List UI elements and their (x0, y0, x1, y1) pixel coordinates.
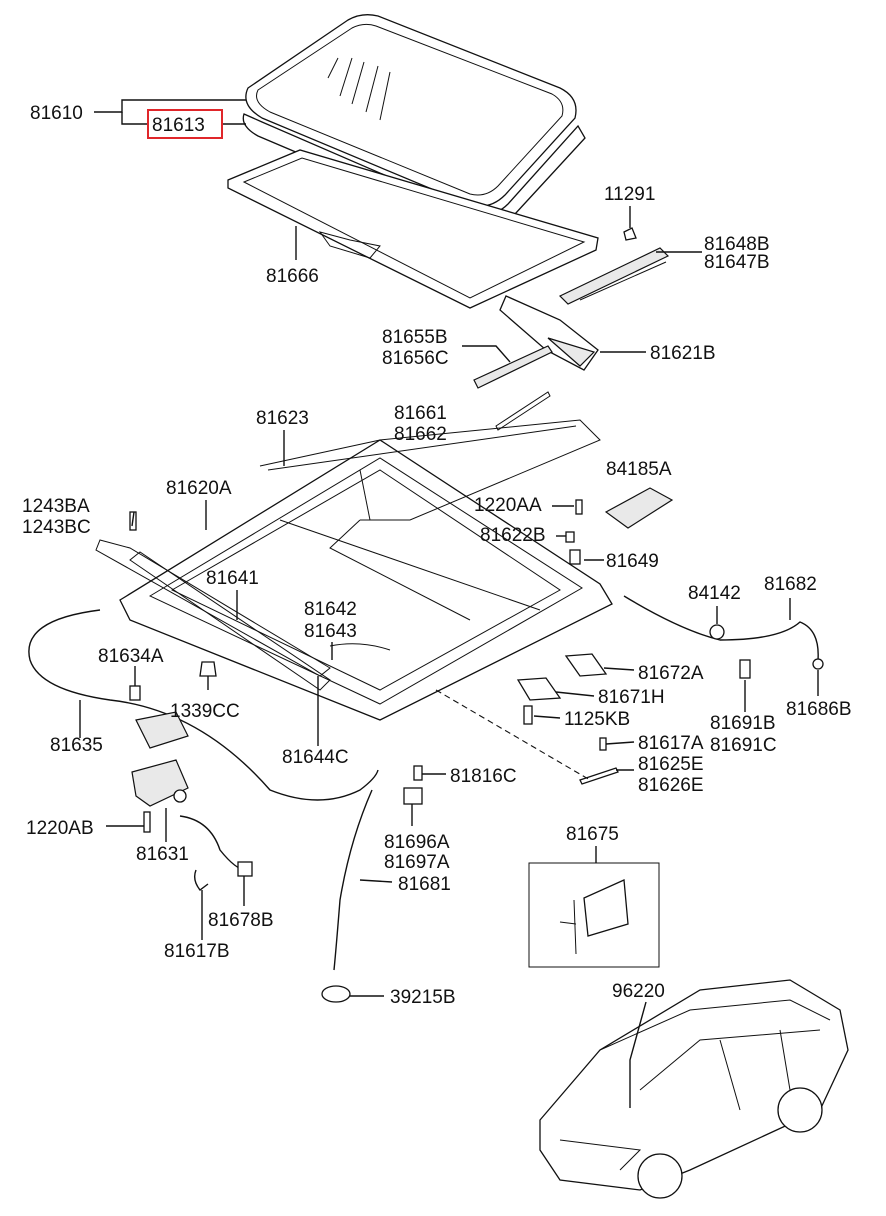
plug-84142 (709, 624, 725, 640)
label-81696a: 81696A (384, 832, 450, 853)
label-1339cc: 1339CC (170, 701, 240, 722)
label-81617b: 81617B (164, 941, 230, 962)
label-81644c: 81644C (282, 747, 349, 768)
label-81631: 81631 (136, 844, 189, 865)
label-81697a: 81697A (384, 852, 450, 873)
sunroof-glass-drawing (242, 14, 586, 229)
bracket-81672a (564, 653, 608, 677)
label-81620a: 81620A (166, 478, 232, 499)
label-1220ab: 1220AB (26, 818, 94, 839)
pad-84185a (604, 487, 674, 529)
label-81662: 81662 (394, 424, 447, 445)
label-81634a: 81634A (98, 646, 164, 667)
label-81672a: 81672A (638, 663, 704, 684)
label-81682: 81682 (764, 574, 817, 595)
label-84185a: 84185A (606, 459, 672, 480)
bolt-81649 (569, 549, 581, 565)
bolt-1220ab (143, 811, 151, 833)
bracket-81671h (516, 677, 562, 701)
label-81641: 81641 (206, 568, 259, 589)
label-81647b: 81647B (704, 252, 770, 273)
label-1243ba: 1243BA (22, 496, 90, 517)
label-1220aa: 1220AA (474, 495, 542, 516)
label-81643: 81643 (304, 621, 357, 642)
label-84142: 84142 (688, 583, 741, 604)
motor-drawing (131, 711, 189, 807)
drain-hose-front-drawing (623, 595, 819, 661)
bolt-1220aa (575, 499, 583, 515)
label-81678b: 81678B (208, 910, 274, 931)
label-39215b: 39215B (390, 987, 456, 1008)
drain-hose-rear-drawing (333, 789, 373, 971)
label-81623: 81623 (256, 408, 309, 429)
label-81816c: 81816C (450, 766, 517, 787)
label-81642: 81642 (304, 599, 357, 620)
label-81617a: 81617A (638, 733, 704, 754)
label-81610: 81610 (30, 103, 83, 124)
label-81661: 81661 (394, 403, 447, 424)
kit-box-81675 (528, 862, 660, 968)
part-labels: 81610 81613 81666 11291 81648B 81647B 81… (22, 103, 852, 1008)
clip-81622b (565, 531, 575, 543)
label-81635: 81635 (50, 735, 103, 756)
label-1243bc: 1243BC (22, 517, 91, 538)
label-81691c: 81691C (710, 735, 777, 756)
grommet-39215b (321, 985, 351, 1003)
nut-1339cc (199, 661, 217, 677)
label-11291: 11291 (604, 184, 655, 205)
clip-81625e (579, 767, 619, 785)
label-81621b: 81621B (650, 343, 716, 364)
clip-81691b (739, 659, 751, 679)
label-81626e: 81626E (638, 775, 704, 796)
label-81649: 81649 (606, 551, 659, 572)
label-81648b: 81648B (704, 234, 770, 255)
rear-bracket-drawing (499, 295, 599, 371)
bolt-1125kb (523, 705, 533, 725)
label-81625e: 81625E (638, 754, 704, 775)
label-81691b: 81691B (710, 713, 776, 734)
bolt-81617a (599, 737, 607, 751)
manual-81675 (583, 879, 629, 937)
clip-81617b-drawing (193, 869, 209, 891)
label-81655b: 81655B (382, 327, 448, 348)
glass-frame-drawing (227, 149, 599, 309)
clip-81634a (129, 685, 141, 701)
label-81675: 81675 (566, 824, 619, 845)
side-strip-drawing (473, 345, 553, 389)
label-81671h: 81671H (598, 687, 665, 708)
highlight-box (147, 109, 223, 139)
deflector-rails-drawing (558, 227, 670, 305)
main-frame-drawing (95, 419, 613, 721)
label-81613: 81613 (152, 115, 205, 136)
leader-lines (79, 99, 819, 1108)
clip-81696a (403, 787, 423, 805)
car-silhouette-drawing (539, 979, 849, 1199)
label-81656c: 81656C (382, 348, 449, 369)
label-81686b: 81686B (786, 699, 852, 720)
clip-81686b (812, 658, 824, 670)
label-81622b: 81622B (480, 525, 546, 546)
bolt-81816c (413, 765, 423, 781)
label-81681: 81681 (398, 874, 451, 895)
harness-81678b-drawing (179, 815, 247, 871)
connector-81678b (237, 861, 253, 877)
label-96220: 96220 (612, 981, 665, 1002)
label-1125kb: 1125KB (564, 709, 630, 730)
label-81666: 81666 (266, 266, 319, 287)
